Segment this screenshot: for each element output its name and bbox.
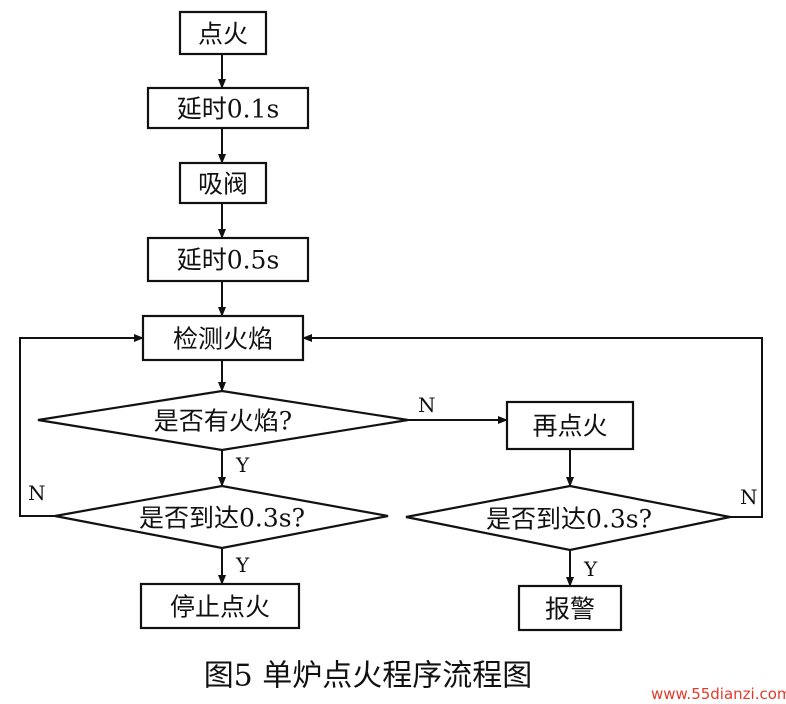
node-detect-label: 检测火焰 — [173, 325, 273, 354]
node-delay2: 延时0.5s — [146, 236, 310, 283]
label-y-has-flame: Y — [235, 453, 250, 477]
node-stop-label: 停止点火 — [170, 593, 270, 622]
node-valve-label: 吸阀 — [198, 170, 248, 199]
decision-reached-right-label: 是否到达0.3s? — [486, 505, 652, 534]
node-stop: 停止点火 — [139, 582, 301, 630]
node-delay2-label: 延时0.5s — [177, 246, 280, 275]
edge-left-loop-back — [19, 334, 144, 517]
node-delay1-label: 延时0.1s — [177, 95, 280, 124]
node-reignite-label: 再点火 — [532, 412, 607, 441]
node-delay1: 延时0.1s — [146, 86, 310, 130]
node-valve: 吸阀 — [178, 161, 268, 205]
label-n-left: N — [28, 481, 46, 505]
node-ignite: 点火 — [178, 10, 268, 56]
decision-reached-left: 是否到达0.3s? — [54, 484, 389, 550]
connectors — [19, 54, 763, 587]
edge-right-loop-back — [302, 334, 763, 518]
watermark: www.55dianzi.com — [651, 685, 786, 703]
label-n-right: N — [740, 485, 758, 509]
node-alarm: 报警 — [517, 584, 623, 632]
decision-has-flame: 是否有火焰? — [37, 389, 409, 452]
decision-reached-left-label: 是否到达0.3s? — [139, 504, 305, 533]
figure-caption: 图5 单炉点火程序流程图 — [204, 659, 533, 694]
node-ignite-label: 点火 — [198, 20, 248, 49]
decision-reached-right: 是否到达0.3s? — [405, 484, 731, 552]
node-detect: 检测火焰 — [141, 314, 305, 362]
label-y-left: Y — [235, 553, 250, 577]
node-alarm-label: 报警 — [545, 595, 595, 624]
node-reignite: 再点火 — [505, 400, 635, 451]
label-y-right: Y — [583, 557, 598, 581]
decision-has-flame-label: 是否有火焰? — [154, 407, 292, 436]
label-n-has-flame: N — [418, 393, 436, 417]
